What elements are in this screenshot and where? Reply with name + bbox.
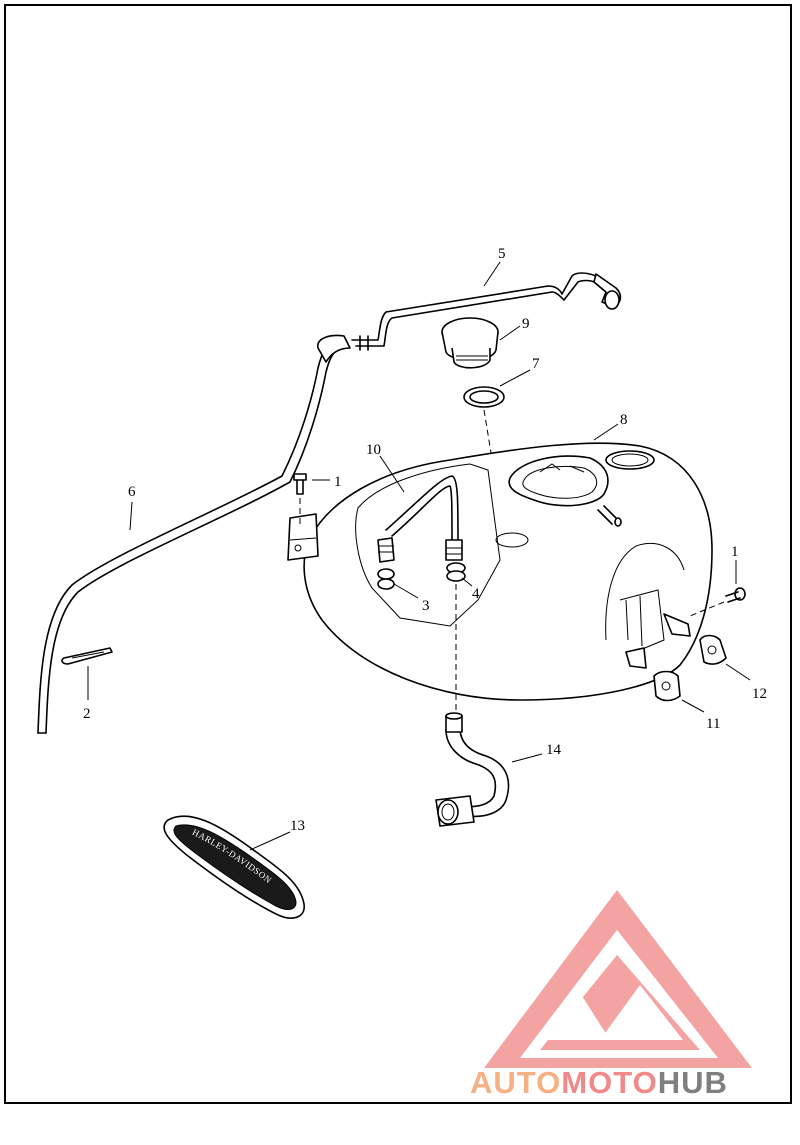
part-6-vent-hose — [37, 334, 351, 734]
part-7-gasket — [463, 386, 505, 408]
part-1-screw-front — [293, 473, 307, 495]
callout-14: 14 — [546, 742, 562, 758]
centerline-rear-screw — [689, 601, 725, 617]
part-11-bracket — [653, 670, 681, 702]
leader-lines — [87, 261, 751, 851]
part-1-screw-rear — [725, 587, 746, 603]
part-8-fuel-tank — [287, 442, 713, 701]
callout-12: 12 — [752, 686, 767, 702]
part-14-fuel-hose — [435, 712, 510, 827]
callout-10: 10 — [366, 442, 381, 458]
part-2-cable-tie — [61, 647, 113, 665]
callout-9: 9 — [522, 316, 530, 332]
watermark-hub: HUB — [658, 1065, 728, 1100]
callout-11: 11 — [706, 716, 720, 732]
callout-1-rear: 1 — [731, 544, 739, 560]
callout-6: 6 — [128, 484, 136, 500]
callout-2: 2 — [83, 706, 91, 722]
callout-4: 4 — [472, 586, 480, 602]
callout-13: 13 — [290, 818, 305, 834]
part-4-fitting — [446, 562, 466, 582]
part-12-bracket — [699, 634, 727, 665]
watermark-text: AUTOMOTOHUB — [470, 1065, 728, 1100]
part-9-gas-cap — [441, 317, 499, 369]
watermark-moto: MOTO — [561, 1065, 657, 1100]
callout-5: 5 — [498, 246, 506, 262]
callout-3: 3 — [422, 598, 430, 614]
callout-1-front: 1 — [334, 474, 342, 490]
part-5-vent-line — [351, 272, 622, 351]
callout-8: 8 — [620, 412, 628, 428]
watermark-logo: AUTOMOTOHUB — [470, 890, 752, 1100]
callout-labels: 5 9 7 8 10 1 1 6 2 3 4 11 12 13 14 — [83, 246, 767, 834]
watermark-auto: AUTO — [470, 1065, 561, 1100]
diagram-border — [4, 4, 792, 1104]
callout-7: 7 — [532, 356, 540, 372]
part-10-fuel-line — [377, 475, 463, 563]
part-13-tank-emblem: HARLEY-DAVIDSON — [163, 815, 305, 919]
